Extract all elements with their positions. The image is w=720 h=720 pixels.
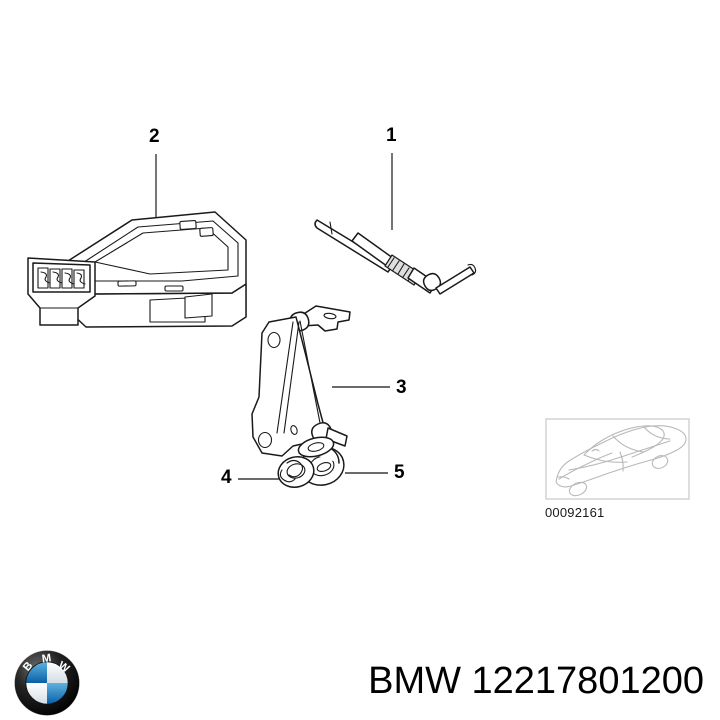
logo-ring-highlight <box>14 650 80 716</box>
control-unit-pin-cavities <box>37 267 86 289</box>
bracket-top-flange <box>298 305 351 332</box>
part-mounting-bracket <box>251 305 351 457</box>
car-rear-wheel <box>651 455 669 469</box>
glow-plug-terminal-tip <box>467 263 477 276</box>
bracket-rib-line-a <box>276 321 294 434</box>
glow-plug-rod-seam <box>329 221 333 235</box>
nut-tab <box>279 469 296 483</box>
control-unit-top-face <box>56 211 247 295</box>
cable-eyelet-bore <box>307 442 325 452</box>
nut-clip-detail <box>286 459 304 478</box>
bracket-lower-stud-arm <box>325 427 348 447</box>
logo-quadrant-lower-left <box>25 683 47 705</box>
footer-part-number-text: BMW 12217801200 <box>368 660 704 702</box>
callout-number-4: 4 <box>221 467 232 488</box>
bmw-roundel-logo: B M W <box>14 650 80 716</box>
callout-number-2: 2 <box>149 126 160 147</box>
control-unit-top-tab-a <box>179 220 197 230</box>
control-unit-latch-tab-2 <box>117 280 137 287</box>
callout-number-3: 3 <box>396 377 407 398</box>
footer-bar: B M W BMW 12217801200 <box>0 648 720 720</box>
logo-quadrant-upper-left <box>25 661 47 683</box>
bracket-flange-slot <box>323 312 337 320</box>
inset-car-figure <box>545 418 690 500</box>
bracket-edge-line <box>299 320 322 429</box>
part-glow-control-unit <box>27 211 247 328</box>
glow-plug-heater-rod <box>314 219 391 273</box>
control-unit-top-tab-b <box>199 227 214 237</box>
bracket-cable-eyelet <box>297 436 335 458</box>
control-unit-front-pad <box>184 293 213 319</box>
leader-lines <box>155 153 393 480</box>
logo-quadrant-lower-right <box>47 683 69 705</box>
car-side-window-rear <box>643 426 671 440</box>
control-unit-lid-plate <box>77 220 239 282</box>
logo-quadrant-upper-right <box>47 661 69 683</box>
inset-caption: 00092161 <box>545 505 605 520</box>
car-mirror <box>591 448 600 452</box>
car-beltline <box>568 440 671 471</box>
car-windshield <box>583 454 628 463</box>
bracket-main-plate <box>251 316 326 457</box>
bolt-bore <box>316 461 332 473</box>
bracket-hole-centre <box>290 425 298 435</box>
car-hood-crease <box>558 452 613 480</box>
car-headlight <box>557 476 570 480</box>
callout-number-1: 1 <box>386 125 397 146</box>
part-nut <box>277 456 315 488</box>
bracket-hole-lower <box>257 431 273 449</box>
logo-inner-ring-edge <box>25 661 69 705</box>
part-glow-plug <box>314 219 477 295</box>
control-unit-lid-inner <box>94 227 229 275</box>
callout-number-5: 5 <box>394 462 405 483</box>
control-unit-latch-tab-3 <box>164 285 184 292</box>
car-door-line <box>619 451 624 472</box>
nut-body-inner <box>286 463 306 479</box>
logo-letter-m: M <box>41 652 52 665</box>
bracket-hole-upper <box>267 331 281 349</box>
bracket-rib-line-b <box>283 321 300 434</box>
car-front-wheel <box>568 481 588 497</box>
glow-plug-terminal-post <box>435 266 475 295</box>
